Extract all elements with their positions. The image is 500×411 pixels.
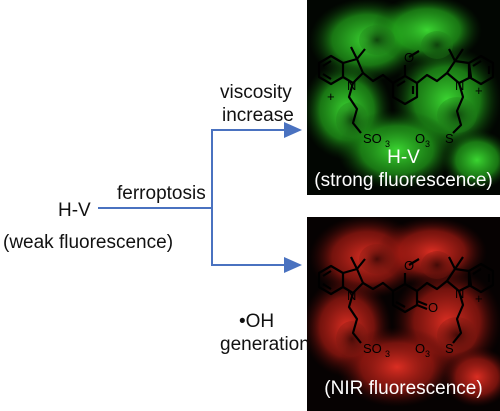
red-cell-image	[307, 217, 500, 411]
compound-label: H-V	[58, 200, 91, 221]
hv-o3s-prefix: O	[415, 131, 425, 146]
hv-so3-left-sub: 3	[385, 139, 390, 149]
hv-plus-right: +	[475, 83, 483, 98]
red-panel-caption: (NIR fluorescence)	[324, 378, 483, 399]
compound-note: (weak fluorescence)	[3, 232, 174, 253]
oxidized-structure: N SO 3 O O N + O 3 S	[317, 256, 495, 359]
ox-n-left: N	[347, 288, 356, 303]
hv-so3-left: SO	[363, 131, 382, 146]
ox-so3-left-sub: 3	[385, 349, 390, 359]
ox-n-right: N	[455, 286, 464, 301]
hv-o3s-sub: 3	[425, 139, 430, 149]
hv-n-left: N	[347, 78, 356, 93]
ox-methoxy-o: O	[404, 258, 414, 273]
ox-keto-o: O	[428, 300, 438, 315]
stimulus-label: ferroptosis	[117, 183, 206, 204]
hv-n-right: N	[455, 78, 464, 93]
hv-structure: + N SO 3 O N + O 3 S	[317, 46, 495, 149]
ox-so3-left: SO	[363, 341, 382, 356]
red-fluorescence-panel	[307, 217, 500, 411]
green-cell-image	[307, 0, 500, 195]
lower-branch-label-line1: •OH	[239, 311, 275, 332]
upper-branch-label-line1: viscosity	[220, 82, 292, 103]
lower-branch-label-line2: generation	[220, 334, 310, 355]
green-panel-caption-line2: (strong fluorescence)	[314, 170, 493, 191]
upper-branch-label-line2: increase	[222, 105, 294, 126]
ox-plus-right: +	[475, 291, 483, 306]
ox-s-right: S	[445, 341, 454, 356]
hv-s-right: S	[445, 131, 454, 146]
green-panel-caption-line1: H-V	[387, 147, 420, 168]
ox-o3s-sub: 3	[425, 349, 430, 359]
green-fluorescence-panel	[307, 0, 500, 195]
hv-methoxy-o: O	[404, 50, 414, 65]
ox-o3s-prefix: O	[415, 341, 425, 356]
hv-plus-left: +	[327, 89, 335, 104]
